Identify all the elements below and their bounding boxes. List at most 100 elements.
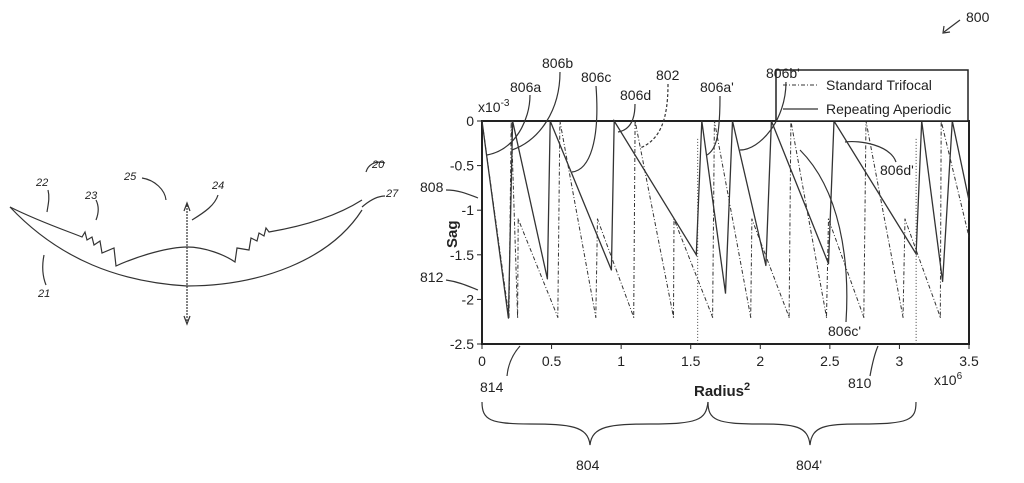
data-point: [788, 316, 790, 318]
legend-label-standard-trifocal: Standard Trifocal: [826, 77, 932, 93]
y-axis-label: Sag: [444, 220, 461, 248]
data-point: [634, 120, 636, 122]
data-point: [902, 316, 904, 318]
data-point: [731, 120, 734, 122]
data-point: [750, 316, 752, 318]
data-point: [510, 120, 512, 122]
data-point: [713, 120, 715, 122]
annotation-808: 808: [420, 179, 444, 195]
label-23: 23: [84, 190, 98, 202]
leader-23: [95, 199, 99, 221]
data-point: [904, 218, 906, 220]
data-point: [507, 317, 510, 319]
annotation-802: 802: [656, 67, 680, 83]
series-repeating-aperiodic: [481, 118, 970, 319]
data-point: [512, 120, 514, 122]
data-point: [941, 280, 944, 283]
annotation-812: 812: [420, 269, 444, 285]
data-point: [695, 254, 697, 256]
label-25: 25: [123, 171, 137, 183]
data-point: [549, 120, 551, 122]
annotation-804-prime: 804': [796, 457, 822, 473]
legend: Standard Trifocal Repeating Aperiodic: [775, 69, 969, 122]
annotation-806a: 806a: [510, 79, 541, 95]
data-point: [595, 316, 597, 318]
annotation-810: 810: [848, 375, 872, 391]
series-standard-trifocal: [481, 120, 970, 318]
label-24: 24: [211, 180, 224, 192]
data-point: [613, 120, 615, 122]
data-point: [863, 316, 865, 318]
leader-22: [46, 189, 50, 213]
plot-frame: [481, 120, 970, 345]
annotation-806b-prime: 806b': [766, 65, 800, 81]
axis-arrow-up-icon: [183, 201, 191, 212]
leader-24: [191, 194, 219, 221]
y-tick-label: -2.5: [450, 336, 474, 352]
axis-arrow-down-icon: [183, 315, 191, 326]
annotation-806a-prime: 806a': [700, 79, 734, 95]
data-point: [968, 199, 970, 201]
annotation-806b: 806b: [542, 55, 573, 71]
brace-804: [481, 401, 709, 446]
figure-arrowhead-icon: [942, 25, 951, 34]
lens-diagram: 20 21 22 23 24 25 27: [9, 159, 399, 326]
data-point: [546, 278, 548, 280]
x-tick-label: 2.5: [820, 353, 840, 369]
data-point: [711, 316, 714, 318]
data-point: [557, 316, 559, 318]
x-tick-label: 1: [617, 353, 625, 369]
data-point: [827, 263, 830, 265]
annotation-804: 804: [576, 457, 600, 473]
x-tick-label: 1.5: [681, 353, 701, 369]
y-tick-label: -2: [462, 291, 475, 307]
data-point: [765, 264, 767, 267]
legend-box: [775, 69, 969, 122]
legend-label-repeating-aperiodic: Repeating Aperiodic: [826, 101, 951, 117]
annotation-806d: 806d: [620, 87, 651, 103]
y-tick-label: -1: [462, 202, 475, 218]
data-point: [825, 316, 828, 318]
x-axis-label: Radius2: [694, 381, 750, 400]
data-point: [724, 292, 727, 294]
label-21: 21: [37, 288, 50, 300]
data-point: [827, 218, 830, 220]
data-point: [939, 316, 941, 318]
annotation-806d-prime: 806d': [880, 162, 914, 178]
label-27: 27: [385, 188, 399, 200]
data-point: [559, 120, 561, 122]
data-point: [915, 253, 917, 255]
figure-number: 800: [966, 9, 990, 25]
leader-21: [42, 254, 47, 286]
data-point: [517, 316, 519, 318]
data-point: [672, 316, 675, 318]
data-point: [517, 218, 519, 220]
data-point: [596, 218, 599, 220]
data-point: [701, 120, 703, 122]
x-tick-label: 2: [756, 353, 764, 369]
leader-27: [361, 195, 386, 208]
data-point: [770, 120, 773, 122]
label-22: 22: [35, 177, 48, 189]
annotation-814: 814: [480, 379, 504, 395]
x-tick-label: 3.5: [959, 353, 979, 369]
x-multiplier: x106: [934, 371, 963, 388]
figure-arrow-icon: [943, 19, 961, 33]
leader-20: [365, 161, 386, 173]
x-tick-label: 3: [896, 353, 904, 369]
annotation-806c: 806c: [581, 69, 611, 85]
data-point: [968, 236, 970, 238]
leader-25: [141, 177, 167, 201]
x-tick-label: 0.5: [542, 353, 562, 369]
x-tick-label: 0: [478, 353, 486, 369]
y-tick-label: 0: [466, 113, 474, 129]
brace-804-prime: [707, 401, 917, 446]
label-20: 20: [371, 159, 385, 171]
data-point: [610, 269, 613, 271]
lens-diffractive-surface: [9, 199, 363, 267]
y-tick-label: -1.5: [450, 247, 474, 263]
y-multiplier: x10-3: [478, 98, 510, 115]
data-point: [751, 218, 753, 220]
